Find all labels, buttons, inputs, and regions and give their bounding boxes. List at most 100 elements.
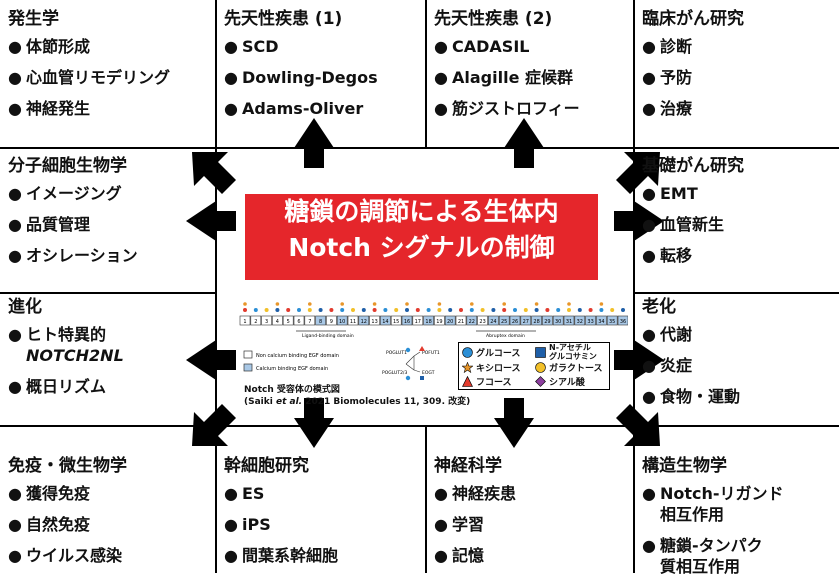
- glycan-mark: [502, 302, 507, 306]
- glycan-mark: [405, 302, 409, 306]
- legend-xylose: キシロース: [462, 361, 521, 374]
- box-congenital-2: 先天性疾患 (2)●CADASIL●Alagille 症候群●筋ジストロフィー: [434, 8, 632, 129]
- bullet-icon: ●: [8, 546, 22, 565]
- egf-number: 31: [566, 319, 572, 325]
- caption-line1: Notch 受容体の模式図: [244, 385, 340, 395]
- egf-number: 35: [609, 319, 615, 325]
- glycan-mark: [513, 308, 517, 312]
- list-item-text: 神経疾患: [452, 484, 517, 503]
- egf-number: 34: [598, 319, 604, 325]
- xylose-icon: [462, 362, 473, 373]
- list-item: ●心血管リモデリング: [8, 67, 214, 88]
- caption-line2: (Saiki et al. 2021 Biomolecules 11, 309.…: [244, 397, 471, 407]
- egf-repeat: [466, 315, 478, 326]
- glycan-mark: [470, 302, 474, 306]
- list-item: ●CADASIL: [434, 36, 632, 57]
- list-item: ●ES: [224, 483, 424, 504]
- bullet-icon: ●: [434, 484, 448, 503]
- egf-number: 7: [308, 319, 311, 325]
- ligand-domain-label: Ligand-binding domain: [302, 333, 354, 339]
- list-item: ●SCD: [224, 36, 424, 57]
- list-item: ●Notch-リガンド 相互作用: [642, 483, 837, 525]
- glycan-mark: [437, 302, 442, 306]
- egf-number: 33: [587, 319, 593, 325]
- egf-repeat: [304, 315, 316, 326]
- glycan-mark: [308, 302, 312, 306]
- list-item-text: 予防: [660, 68, 693, 87]
- list-item-text: 転移: [660, 246, 693, 265]
- enzyme-eogt: EOGT: [422, 370, 435, 376]
- enzyme-pofut1: POFUT1: [422, 350, 440, 356]
- legend-fucose: フコース: [462, 375, 512, 388]
- egf-repeat: [369, 315, 380, 326]
- egf-number: 25: [501, 319, 507, 325]
- glycan-mark: [426, 308, 431, 312]
- egf-number: 1: [243, 319, 246, 325]
- glycan-mark: [372, 308, 377, 312]
- box-stem-cell: 幹細胞研究●ES●iPS●間葉系幹細胞: [224, 455, 424, 576]
- arrow-up-left: [294, 118, 334, 168]
- egf-repeat: [585, 315, 596, 326]
- egf-number: 3: [265, 319, 268, 325]
- egf-number: 17: [415, 319, 421, 325]
- list-item: ●自然免疫: [8, 514, 214, 535]
- enzyme-poglut23: POGLUT2/3: [382, 370, 407, 376]
- egf-repeat: [542, 315, 553, 326]
- glycan-mark: [502, 308, 507, 312]
- list-item: ●予防: [642, 67, 837, 88]
- egf-number: 32: [577, 319, 583, 325]
- box-title: 構造生物学: [642, 456, 727, 476]
- bullet-icon: ●: [8, 515, 22, 534]
- list-item-text: 品質管理: [26, 215, 91, 234]
- list-item: ●間葉系幹細胞: [224, 545, 424, 566]
- arrow-up-right: [504, 118, 544, 168]
- bullet-icon: ●: [224, 515, 238, 534]
- galactose-icon: [535, 362, 546, 373]
- sialic-acid-icon: [535, 376, 546, 387]
- egf-repeat: [272, 315, 283, 326]
- bullet-icon: ●: [8, 246, 22, 265]
- egf-repeat: [347, 315, 359, 326]
- egf-repeat: [401, 315, 413, 326]
- list-item-text: 体節形成: [26, 37, 91, 56]
- egf-repeat: [390, 315, 402, 326]
- list-item: ●代謝: [642, 324, 837, 345]
- glycan-mark: [264, 308, 269, 312]
- egf-number: 19: [436, 319, 442, 325]
- glycan-mark: [243, 308, 247, 312]
- egf-repeat: [250, 315, 262, 326]
- bullet-icon: ●: [224, 484, 238, 503]
- list-item: ●神経疾患: [434, 483, 632, 504]
- box-title: 進化: [8, 297, 42, 317]
- glycan-mark: [286, 308, 291, 312]
- list-item-text: SCD: [242, 37, 279, 56]
- list-item-text: イメージング: [26, 184, 122, 203]
- bullet-icon: ●: [8, 484, 22, 503]
- arrow-left-1: [186, 201, 236, 241]
- egf-repeat: [563, 315, 575, 326]
- glycan-mark: [523, 308, 528, 312]
- bullet-icon: ●: [642, 325, 656, 344]
- box-immunology: 免疫・微生物学●獲得免疫●自然免疫●ウイルス感染: [8, 455, 214, 576]
- egf-repeat: [444, 315, 456, 326]
- non-calcium-swatch: [243, 350, 253, 359]
- list-item: ●獲得免疫: [8, 483, 214, 504]
- glycan-mark: [297, 308, 301, 312]
- center-title: 糖鎖の調節による生体内 Notch シグナルの制御: [245, 194, 598, 280]
- legend-sialic: シアル酸: [535, 375, 585, 388]
- list-item-text: CADASIL: [452, 37, 530, 56]
- glycan-mark: [610, 308, 615, 312]
- egf-repeat: [488, 315, 499, 326]
- list-item-text: 間葉系幹細胞: [242, 546, 339, 565]
- list-item-text: 獲得免疫: [26, 484, 91, 503]
- box-title: 先天性疾患 (2): [434, 9, 553, 29]
- list-item: ●Alagille 症候群: [434, 67, 632, 88]
- arrow-diag-bottom-left: [192, 404, 236, 446]
- glycan-mark: [577, 308, 582, 312]
- list-item-text: ウイルス感染: [26, 546, 123, 565]
- bullet-icon: ●: [8, 377, 22, 396]
- bullet-icon: ●: [224, 99, 238, 118]
- arrow-down-left: [294, 398, 334, 448]
- bullet-icon: ●: [434, 515, 448, 534]
